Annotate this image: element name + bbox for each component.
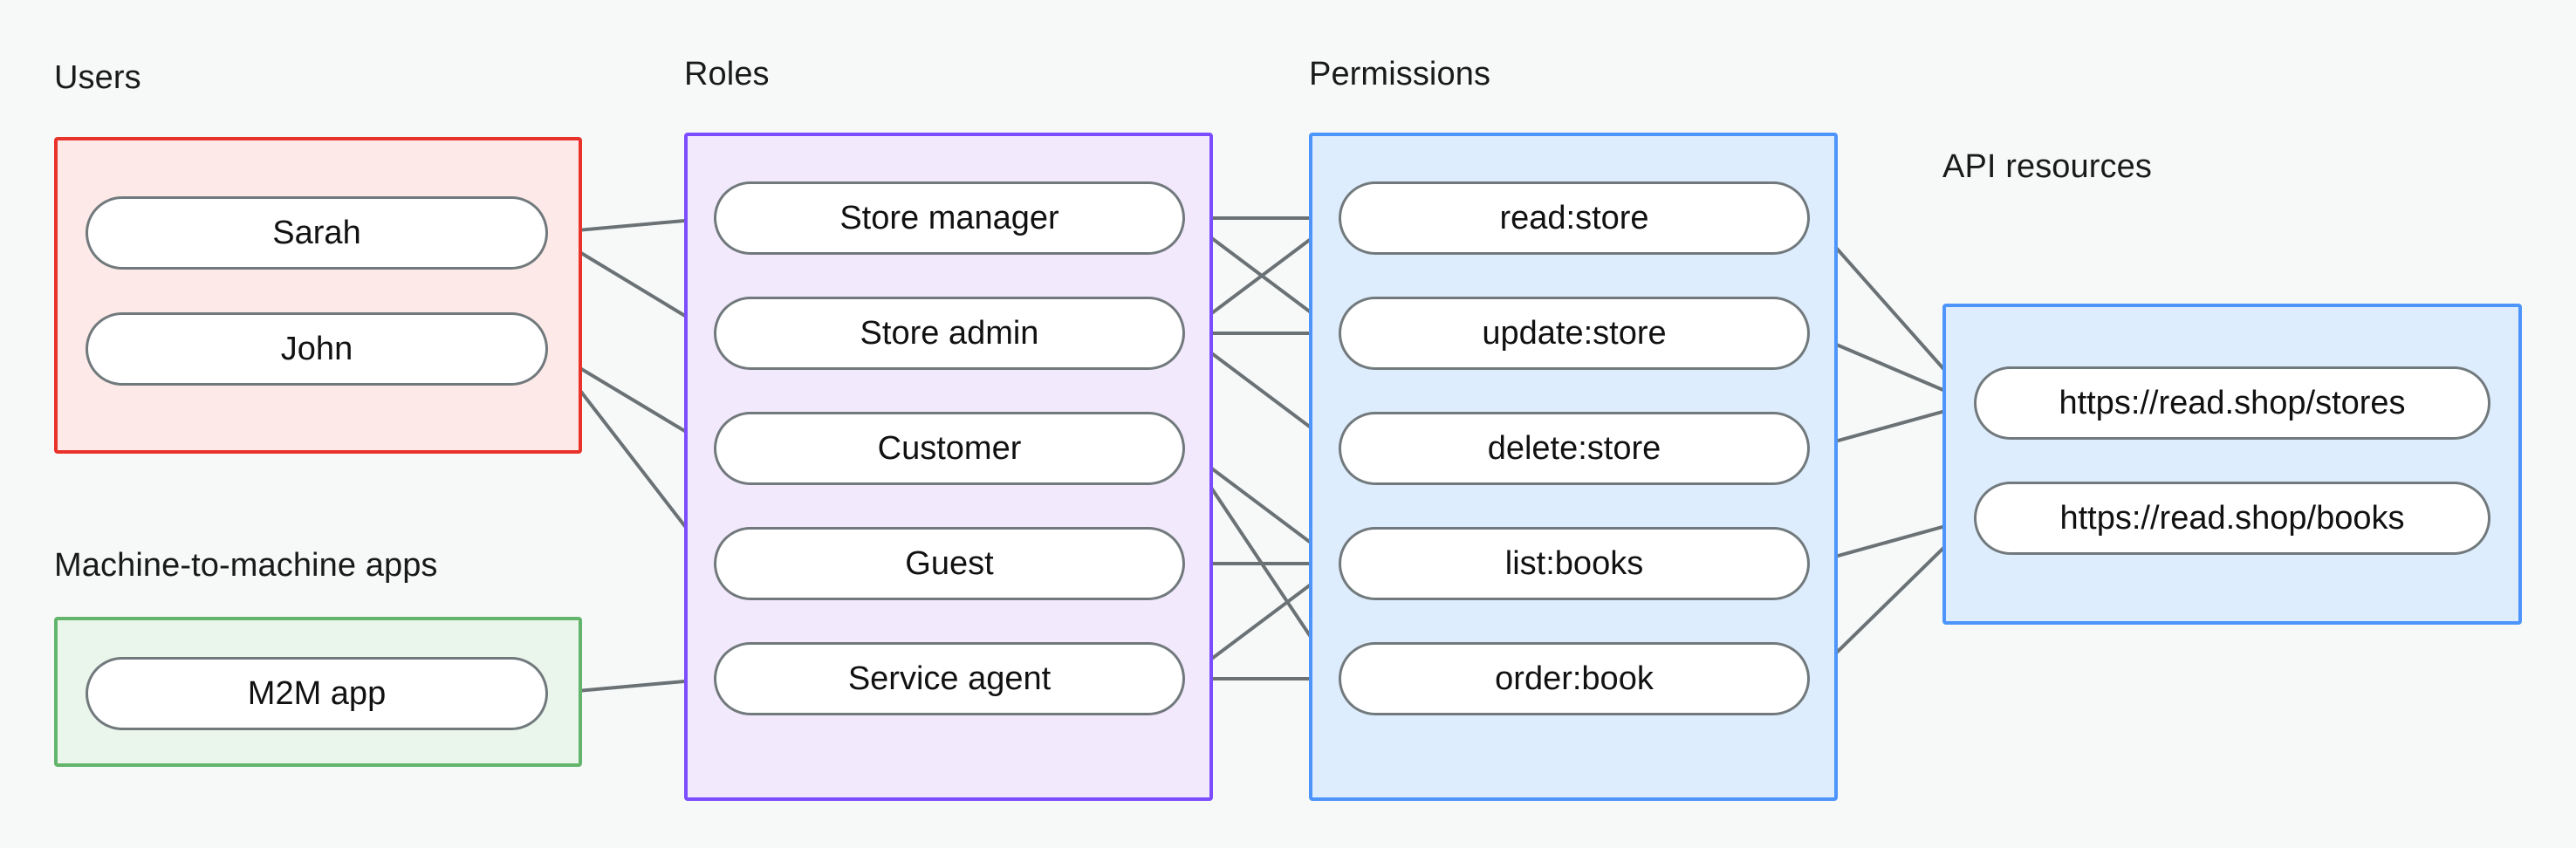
node-label: update:store: [1482, 314, 1667, 352]
node-read-store[interactable]: read:store: [1339, 181, 1810, 255]
node-service-agent[interactable]: Service agent: [714, 642, 1185, 715]
group-title-permissions: Permissions: [1309, 56, 1491, 92]
node-m2m-app[interactable]: M2M app: [86, 657, 548, 730]
node-label: https://read.shop/books: [2059, 499, 2405, 537]
node-label: John: [280, 330, 353, 367]
node-store-admin[interactable]: Store admin: [714, 297, 1185, 370]
node-label: Guest: [905, 544, 994, 582]
node-john[interactable]: John: [86, 312, 548, 386]
group-box-api-resources: [1942, 304, 2522, 625]
node-customer[interactable]: Customer: [714, 412, 1185, 485]
node-label: Sarah: [272, 214, 361, 251]
group-title-m2m: Machine-to-machine apps: [54, 547, 438, 584]
node-order-book[interactable]: order:book: [1339, 642, 1810, 715]
node-delete-store[interactable]: delete:store: [1339, 412, 1810, 485]
group-title-api-resources: API resources: [1942, 148, 2152, 185]
group-title-roles: Roles: [684, 56, 770, 92]
node-label: Store admin: [860, 314, 1039, 352]
node-label: read:store: [1499, 199, 1649, 236]
node-sarah[interactable]: Sarah: [86, 196, 548, 270]
node-update-store[interactable]: update:store: [1339, 297, 1810, 370]
node-label: https://read.shop/stores: [2059, 384, 2406, 421]
node-label: order:book: [1495, 660, 1654, 697]
node-label: list:books: [1504, 544, 1644, 582]
node-label: M2M app: [247, 674, 387, 712]
node-label: Customer: [877, 429, 1022, 467]
group-box-users: [54, 137, 582, 454]
node-label: Service agent: [847, 660, 1052, 697]
node-res-books[interactable]: https://read.shop/books: [1974, 482, 2490, 555]
node-label: delete:store: [1487, 429, 1661, 467]
node-store-manager[interactable]: Store manager: [714, 181, 1185, 255]
node-guest[interactable]: Guest: [714, 527, 1185, 600]
group-title-users: Users: [54, 59, 141, 96]
node-label: Store manager: [839, 199, 1059, 236]
node-list-books[interactable]: list:books: [1339, 527, 1810, 600]
node-res-stores[interactable]: https://read.shop/stores: [1974, 366, 2490, 440]
